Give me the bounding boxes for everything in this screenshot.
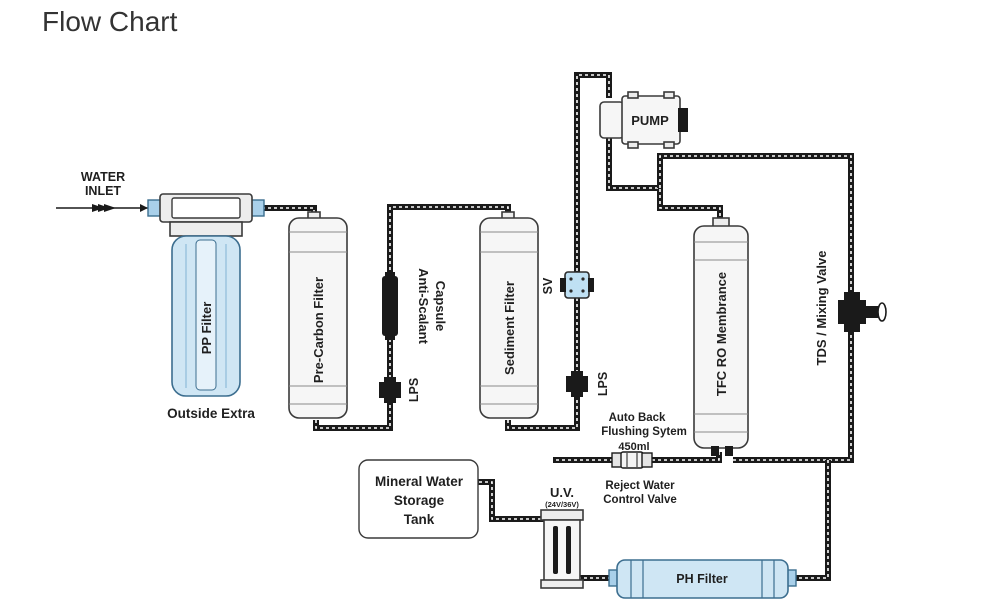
pump: PUMP <box>599 91 688 149</box>
solenoid-valve: SV <box>541 271 594 299</box>
tank-label-1: Mineral Water <box>375 474 464 489</box>
tds-valve-label: TDS / Mixing Valve <box>814 251 829 366</box>
uv-unit: U.V. (24V/36V) <box>540 485 584 589</box>
uv-label: U.V. <box>550 485 574 500</box>
pp-filter-label: PP Filter <box>199 302 214 355</box>
tds-mixing-valve: TDS / Mixing Valve <box>814 251 887 366</box>
reject-label-1: Reject Water <box>605 480 675 492</box>
storage-tank: Mineral Water Storage Tank <box>358 459 479 539</box>
sediment-label: Sediment Filter <box>502 281 517 375</box>
water-inlet-label-1: WATER <box>81 170 125 184</box>
ro-membrane-label: TFC RO Membrance <box>714 272 729 396</box>
anti-scalant-capsule: Anti-Scalant Capsule <box>382 268 448 345</box>
water-inlet: WATER INLET <box>56 170 148 212</box>
outside-extra-label: Outside Extra <box>167 406 255 421</box>
auto-back-label-2: Flushing Sytem <box>601 426 687 438</box>
ph-filter-label: PH Filter <box>676 572 728 586</box>
antiscalant-label-2: Capsule <box>433 281 448 332</box>
lps-switch-2: LPS <box>566 371 610 397</box>
pipe-product-to-ph <box>795 460 831 581</box>
reject-label-2: Control Valve <box>603 494 677 506</box>
pre-carbon-filter: Pre-Carbon Filter <box>288 211 348 419</box>
auto-back-label-1: Auto Back <box>609 412 666 424</box>
lps-switch-1: LPS <box>379 377 421 403</box>
sediment-filter: Sediment Filter <box>479 211 539 419</box>
tank-label-3: Tank <box>404 512 435 527</box>
tank-label-2: Storage <box>394 493 445 508</box>
ro-membrane: TFC RO Membrance <box>693 217 749 456</box>
pp-filter: PP Filter Outside Extra <box>147 193 265 421</box>
inlet-arrow-icon <box>92 204 116 212</box>
antiscalant-label-1: Anti-Scalant <box>416 268 431 345</box>
uv-voltage-label: (24V/36V) <box>545 500 579 509</box>
pre-carbon-label: Pre-Carbon Filter <box>311 277 326 383</box>
lps-2-label: LPS <box>596 372 610 396</box>
reject-control-valve: Auto Back Flushing Sytem 450ml Reject Wa… <box>601 412 687 506</box>
pipe-pp-to-precarbon <box>262 205 317 216</box>
page-title: Flow Chart <box>42 6 178 37</box>
pump-label: PUMP <box>631 113 669 128</box>
lps-1-label: LPS <box>407 378 421 402</box>
ph-filter: PH Filter <box>608 559 797 599</box>
pipe-pump-to-membrane <box>606 138 723 224</box>
sv-label: SV <box>541 277 555 294</box>
water-inlet-label-2: INLET <box>85 184 121 198</box>
flow-450-label: 450ml <box>618 441 649 453</box>
